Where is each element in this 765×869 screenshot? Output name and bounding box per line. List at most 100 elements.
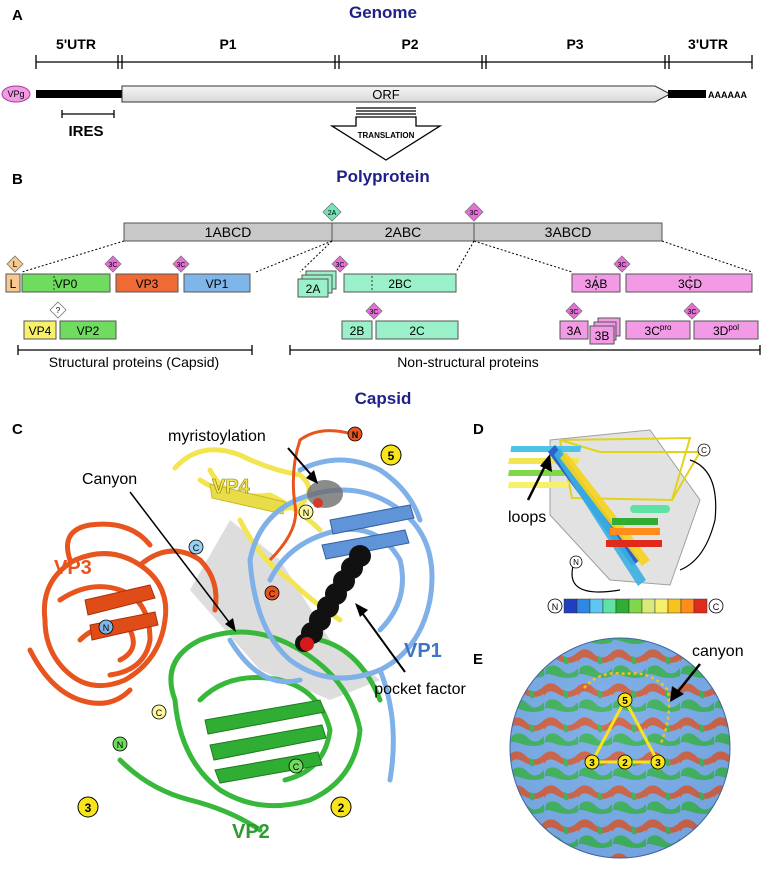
canyon-shading [190,520,380,700]
protein-2bc-label: 2BC [388,277,412,291]
polyprotein-title: Polyprotein [336,167,430,186]
protein-vp2 [59,320,117,340]
panel-letter-c: C [12,421,23,438]
myristoylation-arrow [287,447,315,479]
cleavage-site-3c-3ab3cd [613,255,631,273]
cleavage-L-label: L [13,260,18,269]
protein-3cpro [625,320,691,340]
cleavage-site-unknown [49,301,67,319]
colorbar-c-marker [708,598,724,614]
region-5utr: 5'UTR [56,36,96,52]
vp2-c-marker [288,758,304,774]
orf-label: ORF [372,87,400,102]
vp4-nterm-loop [268,429,353,562]
structural-label: Structural proteins (Capsid) [49,354,219,370]
protein-3dpol-sup: pol [728,323,739,332]
protein-3b [589,325,615,345]
canyon-arrowhead-c [225,618,236,632]
protein-3dpol-base: 3D [713,324,729,338]
orf-arrow [121,85,672,103]
myristoyl-group [307,480,343,508]
cleavage-site-3c-3a3b [565,302,583,320]
protein-L-label: L [10,277,17,291]
cleavage-unknown-label: ? [56,306,61,315]
pocket-factor-arrow [359,609,406,673]
vp3-ribbon [27,521,219,706]
axis5-marker [380,444,402,466]
canyon-dotted-outline [583,672,671,746]
cleavage-site-2a-top [322,202,342,222]
cleavage-3c-top-label: 3C [470,210,479,217]
jelly-n-marker [569,555,583,569]
protein-3cpro-base: 3C [645,324,661,338]
protein-2bc [343,273,457,293]
pocket-factor-red-atom [300,637,314,651]
region-p2: P2 [401,36,418,52]
cleavage-3c-3ab3cd-label: 3C [618,262,627,269]
myristoylation-arrowhead [306,470,318,484]
protein-2b-label: 2B [350,324,365,338]
panel-letter-d: D [473,421,484,438]
myristoylation-label: myristoylation [168,428,266,445]
cleavage-site-3c-vp3vp1 [172,255,190,273]
protein-3cpro-sup: pro [660,323,672,332]
loops-arrow [526,463,548,501]
pocket-factor [295,545,371,652]
vp3-n-marker-label: N [103,623,110,633]
genome-region-scale [35,55,753,69]
cleavage-3c-2a2bc-label: 3C [336,262,345,269]
protein-3cd [625,273,753,293]
protein-vp1 [183,273,251,293]
protein-3dpol [693,320,759,340]
vp2-c-marker-yellow [151,704,167,720]
polya-tail: AAAAAA [708,90,747,100]
nonstructural-label: Non-structural proteins [397,354,539,370]
genome-title: Genome [349,3,417,22]
protein-2c-label: 2C [409,324,425,338]
sphere-axis3-right-marker [650,754,666,770]
axis2-marker [330,796,352,818]
canyon-arrow-e [675,663,701,695]
axis5-label: 5 [388,449,395,463]
vp4-sheet [209,483,286,515]
vp4-label: VP4 [212,476,251,498]
vpg-label: VPg [7,89,24,99]
jelly-roll-diagram [507,429,717,593]
utr3-bar [668,90,706,98]
axis3-marker [77,796,99,818]
cleavage-3c-2b2c-label: 3C [370,309,379,316]
loops-label: loops [508,509,546,526]
protein-3cd-label: 3CD [678,277,702,291]
capsid-sphere-shade [510,638,730,858]
panel-letter-a: A [12,7,23,24]
jelly-c-marker-label: C [701,446,707,455]
protein-vp0-label: VP0 [55,277,78,291]
precursor-2abc: 2ABC [385,224,422,240]
protein-3b-label: 3B [595,329,610,343]
jelly-c-marker [697,443,711,457]
vp1-c-marker [264,585,280,601]
loops-arrowhead [540,454,552,472]
vpg-ellipse [1,85,31,103]
region-p3: P3 [566,36,583,52]
cleavage-site-3c-3c3d [683,302,701,320]
utr5-bar [36,90,122,98]
protein-2a [297,278,329,298]
pocket-factor-arrowhead [355,603,368,617]
precursor-bar [123,222,663,242]
vp3-label: VP3 [54,557,92,579]
pocket-factor-label-text: pocket factor [374,681,466,698]
vp3-c-marker-label: C [193,543,200,553]
vp1-c-marker-label: C [269,589,276,599]
sphere-axis3-left-marker [584,754,600,770]
cleavage-site-L [6,255,24,273]
vp1-ribbon [227,457,435,783]
ires-label: IRES [68,123,103,140]
cleavage-site-3c-vp0vp3 [104,255,122,273]
colorbar-n-marker [547,598,563,614]
vp4-n-marker-label: N [352,430,359,440]
sphere-axis2-marker [617,754,633,770]
vp2-n-marker [112,736,128,752]
cleavage-site-3c-top [464,202,484,222]
